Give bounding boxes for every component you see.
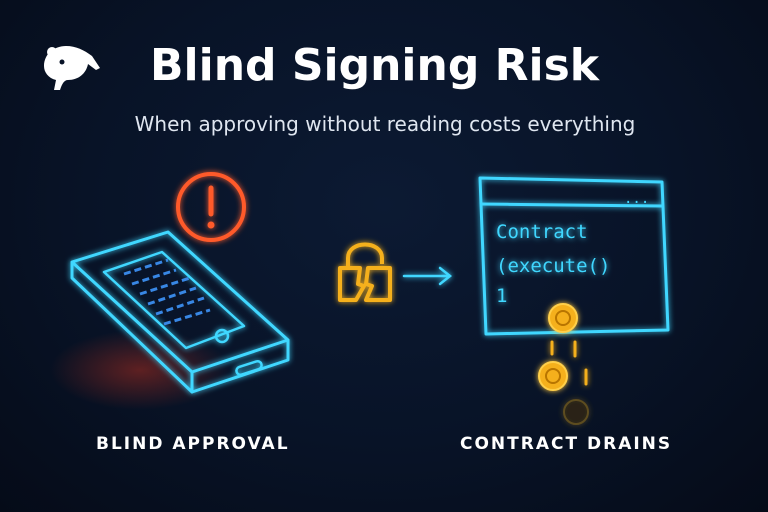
caption-blind-approval: BLIND APPROVAL (96, 434, 290, 454)
code-line-3: 1 (496, 285, 507, 307)
broken-lock-icon (338, 242, 392, 302)
contract-window-icon (478, 176, 670, 336)
anteater-logo-icon (44, 46, 100, 90)
code-line-1: Contract (496, 221, 588, 243)
caption-contract-drains: CONTRACT DRAINS (460, 434, 673, 454)
coins-icon (538, 303, 589, 425)
phone-icon (70, 230, 290, 394)
page-subtitle: When approving without reading costs eve… (134, 112, 636, 136)
window-dots: ... (624, 191, 649, 207)
page-title: Blind Signing Risk (150, 40, 600, 91)
arrow-right-icon (402, 266, 453, 286)
exclamation-alert-icon (176, 172, 246, 242)
phone-screen-lines (123, 258, 211, 326)
code-line-2: (execute() (496, 255, 610, 277)
